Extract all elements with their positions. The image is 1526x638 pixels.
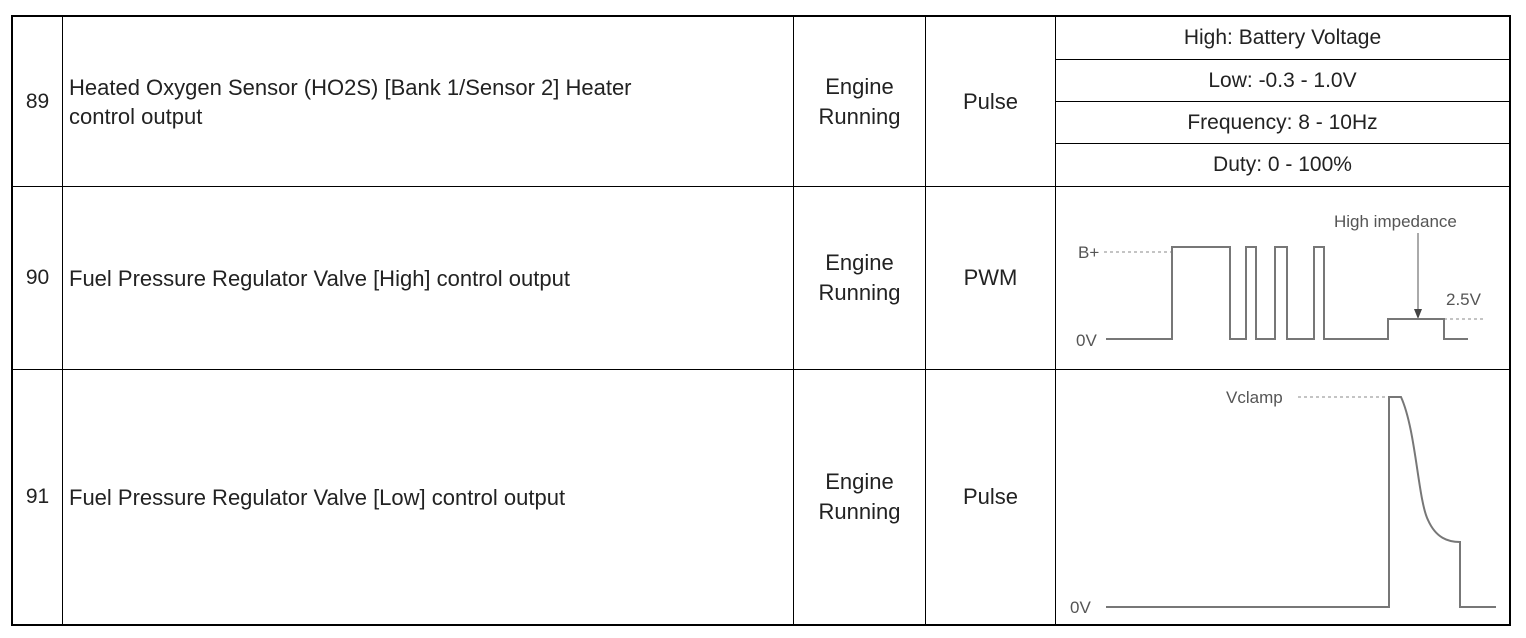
row-91-number: 91 bbox=[25, 485, 50, 508]
row-91-condition-line1: Engine bbox=[825, 469, 894, 494]
row-89-description-line2: control output bbox=[69, 103, 203, 129]
row-89-spec-high: High: Battery Voltage bbox=[1183, 26, 1382, 49]
waveform-label-0v-low: 0V bbox=[1070, 598, 1091, 617]
row-89-description-line1: Heated Oxygen Sensor (HO2S) [Bank 1/Sens… bbox=[69, 74, 632, 100]
row-91-waveform: Vclamp 0V bbox=[1070, 388, 1496, 617]
spec-divider-3 bbox=[1055, 143, 1509, 144]
row-89-condition-line2: Running bbox=[818, 103, 901, 129]
row-divider-2 bbox=[13, 369, 1509, 370]
row-90-waveform: High impedance B+ 0V 2.5V bbox=[1076, 212, 1486, 350]
spec-divider-2 bbox=[1055, 101, 1509, 102]
row-89-description: Heated Oxygen Sensor (HO2S) [Bank 1/Sens… bbox=[63, 17, 793, 186]
pwm-signal-trace bbox=[1106, 246, 1468, 340]
col-divider-2 bbox=[793, 17, 794, 624]
row-90-number: 90 bbox=[25, 266, 50, 289]
waveform-label-bplus: B+ bbox=[1078, 243, 1099, 262]
row-89-spec-frequency: Frequency: 8 - 10Hz bbox=[1187, 110, 1378, 134]
waveform-label-0v: 0V bbox=[1076, 331, 1097, 350]
row-89-condition-line1: Engine bbox=[825, 73, 894, 99]
waveform-label-2-5v: 2.5V bbox=[1446, 290, 1482, 309]
row-91-signal: Pulse bbox=[962, 484, 1019, 509]
row-89-condition: Engine Running bbox=[794, 17, 925, 186]
waveform-label-high-impedance: High impedance bbox=[1334, 212, 1457, 231]
row-89-spec-duty: Duty: 0 - 100% bbox=[1213, 153, 1352, 176]
row-90-condition-line2: Running bbox=[818, 280, 901, 305]
row-90-signal: PWM bbox=[963, 265, 1018, 290]
row-89-signal: Pulse bbox=[962, 88, 1019, 114]
row-91-condition: Engine Running bbox=[794, 370, 925, 624]
clamp-pulse-trace bbox=[1106, 396, 1496, 608]
row-90-condition: Engine Running bbox=[794, 187, 925, 369]
row-91-description: Fuel Pressure Regulator Valve [Low] cont… bbox=[69, 484, 566, 510]
row-90-description: Fuel Pressure Regulator Valve [High] con… bbox=[69, 265, 570, 291]
col-divider-3 bbox=[925, 17, 926, 624]
spec-divider-1 bbox=[1055, 59, 1509, 60]
spec-table: 89 Heated Oxygen Sensor (HO2S) [Bank 1/S… bbox=[11, 15, 1511, 626]
high-impedance-arrow-head bbox=[1414, 309, 1422, 319]
col-divider-4 bbox=[1055, 17, 1056, 624]
row-91-condition-line2: Running bbox=[818, 499, 901, 524]
row-89-number: 89 bbox=[25, 89, 50, 113]
col-divider-1 bbox=[62, 17, 63, 624]
waveform-label-vclamp: Vclamp bbox=[1226, 388, 1283, 407]
row-89-spec-low: Low: -0.3 - 1.0V bbox=[1208, 68, 1357, 92]
row-divider-1 bbox=[13, 186, 1509, 187]
row-90-condition-line1: Engine bbox=[825, 250, 894, 275]
